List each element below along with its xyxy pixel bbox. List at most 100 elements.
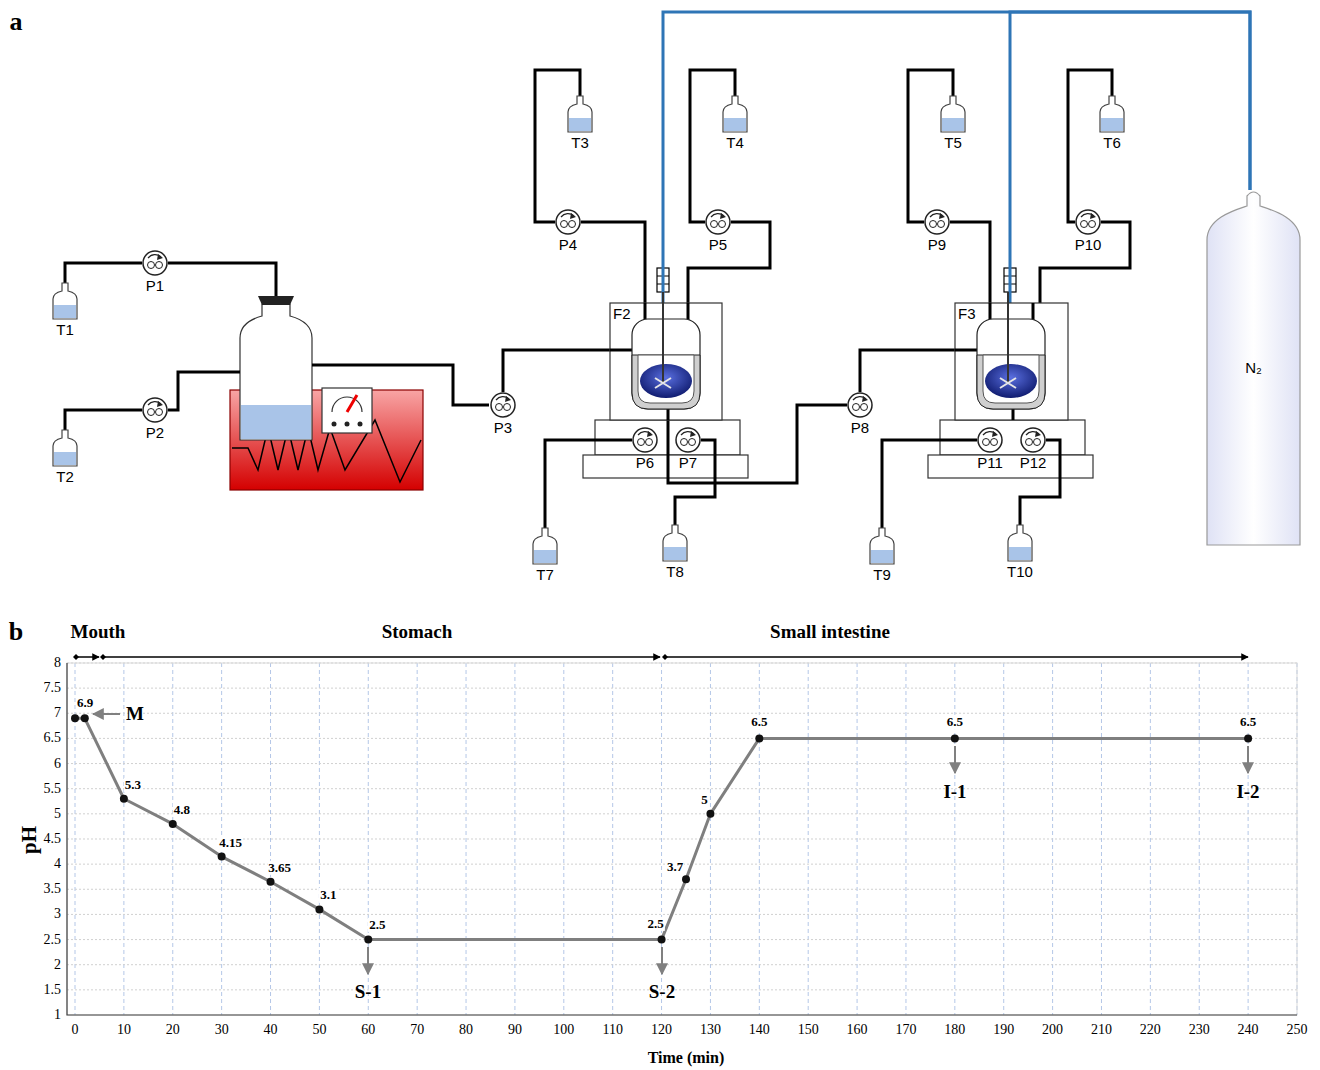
impeller <box>1000 378 1016 388</box>
data-point <box>951 734 959 742</box>
grid-line <box>67 838 1297 839</box>
node-shape <box>142 250 168 276</box>
node-label: F2 <box>613 306 631 323</box>
data-point <box>682 875 690 883</box>
grid-line <box>905 663 906 1015</box>
tube <box>503 350 610 392</box>
pump-housing <box>676 428 700 452</box>
pump-housing <box>556 210 580 234</box>
pump-roller <box>711 221 718 228</box>
ph-curve <box>71 714 1252 943</box>
fermenter-base <box>583 455 748 478</box>
tick-label: 30 <box>214 1022 230 1037</box>
data-value: 6.5 <box>750 715 768 729</box>
grid-line <box>67 813 1297 814</box>
peristaltic-pump: P8 <box>847 392 873 418</box>
tick-label: 160 <box>846 1022 869 1037</box>
pump-housing <box>491 393 515 417</box>
tick-label: 10 <box>116 1022 132 1037</box>
stirrer-shaft <box>1007 292 1009 383</box>
grid-line <box>67 788 1297 789</box>
pump-roller <box>1081 221 1088 228</box>
node-label: P3 <box>494 420 512 437</box>
sampling-point: S-2 <box>649 982 675 1003</box>
data-value: 2.5 <box>368 917 386 931</box>
grid-line <box>1150 663 1151 1015</box>
tick-label: 6 <box>53 756 62 771</box>
nitrogen-cylinder: N₂ <box>1207 190 1300 545</box>
tick-label: 1.5 <box>43 982 63 997</box>
bottle-body <box>53 430 77 466</box>
bottle-outline <box>870 528 894 564</box>
bottle-body <box>1100 96 1124 132</box>
node-shape <box>53 283 77 319</box>
vessel-jacket <box>977 355 1045 409</box>
data-point <box>1244 734 1252 742</box>
reagent-bottle: T1 <box>53 283 77 319</box>
pump-direction <box>157 401 163 407</box>
node-shape <box>705 209 731 235</box>
tick-label: 0 <box>71 1022 80 1037</box>
data-value: 2.5 <box>646 916 664 930</box>
sampling-point: M <box>126 704 144 725</box>
tick-label: 2 <box>53 957 62 972</box>
bottle-outline <box>1100 96 1124 132</box>
data-line <box>75 718 1248 939</box>
control-knob <box>332 422 337 427</box>
pump-direction <box>992 431 998 437</box>
bottle-liquid <box>569 118 591 131</box>
culture-liquid <box>640 364 692 398</box>
pump-roller <box>689 439 696 446</box>
vessel-inner <box>638 355 694 403</box>
tick-label: 4.5 <box>43 831 63 846</box>
data-point <box>218 853 226 861</box>
tube <box>688 222 770 303</box>
pump-roller <box>983 439 990 446</box>
data-point <box>658 936 666 944</box>
tick-label: 120 <box>650 1022 673 1037</box>
peristaltic-pump: P3 <box>490 392 516 418</box>
callout-arrow <box>93 713 120 715</box>
data-value: 4.8 <box>173 803 191 817</box>
node-label: P4 <box>559 237 577 254</box>
node-label: P12 <box>1020 455 1047 472</box>
controller-box <box>322 388 372 433</box>
pump-direction <box>690 431 696 437</box>
node-shape <box>924 209 950 235</box>
node-label: T2 <box>56 469 74 486</box>
node-label: T1 <box>56 322 74 339</box>
tick-label: 150 <box>797 1022 820 1037</box>
phase-label: Mouth <box>71 622 126 643</box>
callout-arrow <box>1247 746 1249 773</box>
tick-label: 20 <box>165 1022 181 1037</box>
bottle-liquid <box>724 118 746 131</box>
pump-housing <box>706 210 730 234</box>
bottle-outline <box>53 430 77 466</box>
reagent-bottle: T8 <box>663 525 687 561</box>
node-shape <box>941 96 965 132</box>
tick-label: 210 <box>1090 1022 1113 1037</box>
tick-label: 8 <box>53 655 62 670</box>
bottle-liquid <box>664 547 686 560</box>
tick-label: 130 <box>699 1022 722 1037</box>
node-shape <box>663 525 687 561</box>
peristaltic-pump: P2 <box>142 397 168 423</box>
panel-label: a <box>10 8 23 37</box>
gas-cylinder <box>1207 192 1300 545</box>
bottle-outline <box>53 283 77 319</box>
bottle-outline <box>533 528 557 564</box>
tick-label: 230 <box>1188 1022 1211 1037</box>
grid-line <box>67 964 1297 965</box>
reagent-bottle: T7 <box>533 528 557 564</box>
bottle-liquid <box>942 118 964 131</box>
pump-housing <box>143 251 167 275</box>
tick-label: 50 <box>311 1022 327 1037</box>
data-value: 6.5 <box>946 715 964 729</box>
peristaltic-pump: P10 <box>1075 209 1101 235</box>
grid-line <box>466 663 467 1015</box>
node-label: T5 <box>944 135 962 152</box>
reagent-bottle: T2 <box>53 430 77 466</box>
reagent-bottle: T10 <box>1008 525 1032 561</box>
